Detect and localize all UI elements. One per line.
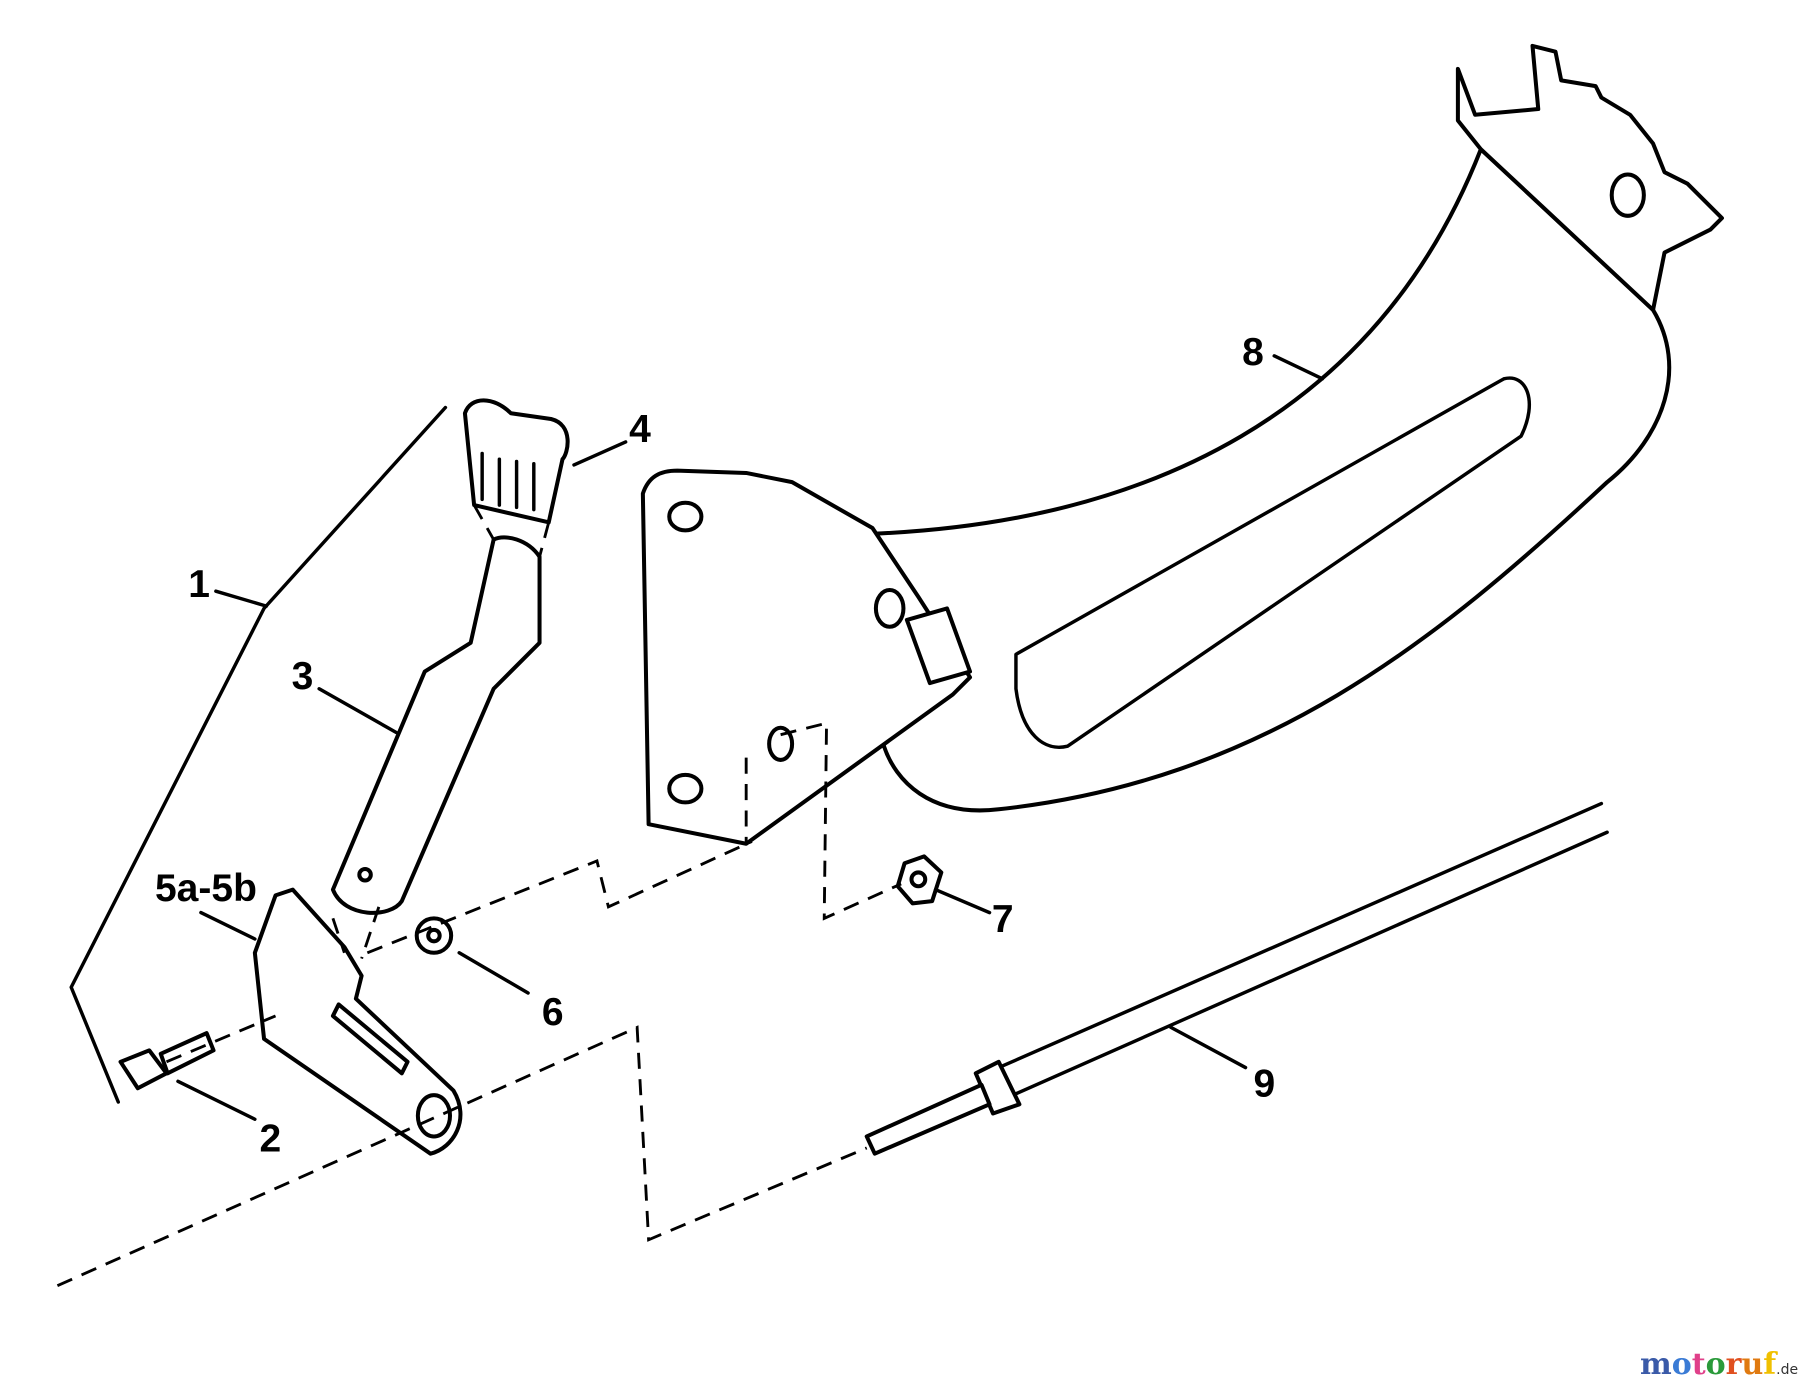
sector-plate bbox=[640, 468, 973, 846]
watermark-letter: f bbox=[1763, 1347, 1777, 1382]
watermark-letter: t bbox=[1691, 1347, 1706, 1382]
assembly-bracket-line bbox=[69, 405, 448, 1104]
watermark-letter: o bbox=[1705, 1347, 1726, 1382]
callout-7: 7 bbox=[992, 898, 1014, 941]
callout-3: 3 bbox=[292, 655, 314, 698]
part-5-bracket bbox=[252, 887, 463, 1156]
callout-5a-5b: 5a-5b bbox=[155, 867, 257, 910]
callout-2: 2 bbox=[259, 1117, 281, 1160]
part-2-bolt bbox=[118, 1031, 216, 1091]
part-4-knob bbox=[462, 398, 570, 525]
callout-9: 9 bbox=[1254, 1062, 1276, 1105]
part-6-washer bbox=[414, 916, 454, 955]
callout-1: 1 bbox=[188, 563, 210, 606]
watermark-letter: m bbox=[1640, 1347, 1672, 1382]
part-9-rod bbox=[864, 801, 1609, 1156]
watermark-letter: o bbox=[1671, 1347, 1692, 1382]
watermark-letter: r bbox=[1725, 1347, 1742, 1382]
callout-4: 4 bbox=[629, 408, 651, 451]
part-3-lever bbox=[330, 535, 542, 915]
part-8-bracket bbox=[870, 43, 1724, 813]
leader-lines bbox=[176, 354, 1325, 1121]
watermark-suffix: .de bbox=[1776, 1362, 1799, 1378]
dashed-guide-lines bbox=[56, 504, 902, 1287]
callout-6: 6 bbox=[542, 991, 564, 1034]
watermark-letter: u bbox=[1741, 1347, 1764, 1382]
callout-8: 8 bbox=[1242, 331, 1264, 374]
motoruf-watermark: motoruf.de bbox=[1640, 1347, 1798, 1382]
part-7-nut bbox=[895, 854, 944, 906]
